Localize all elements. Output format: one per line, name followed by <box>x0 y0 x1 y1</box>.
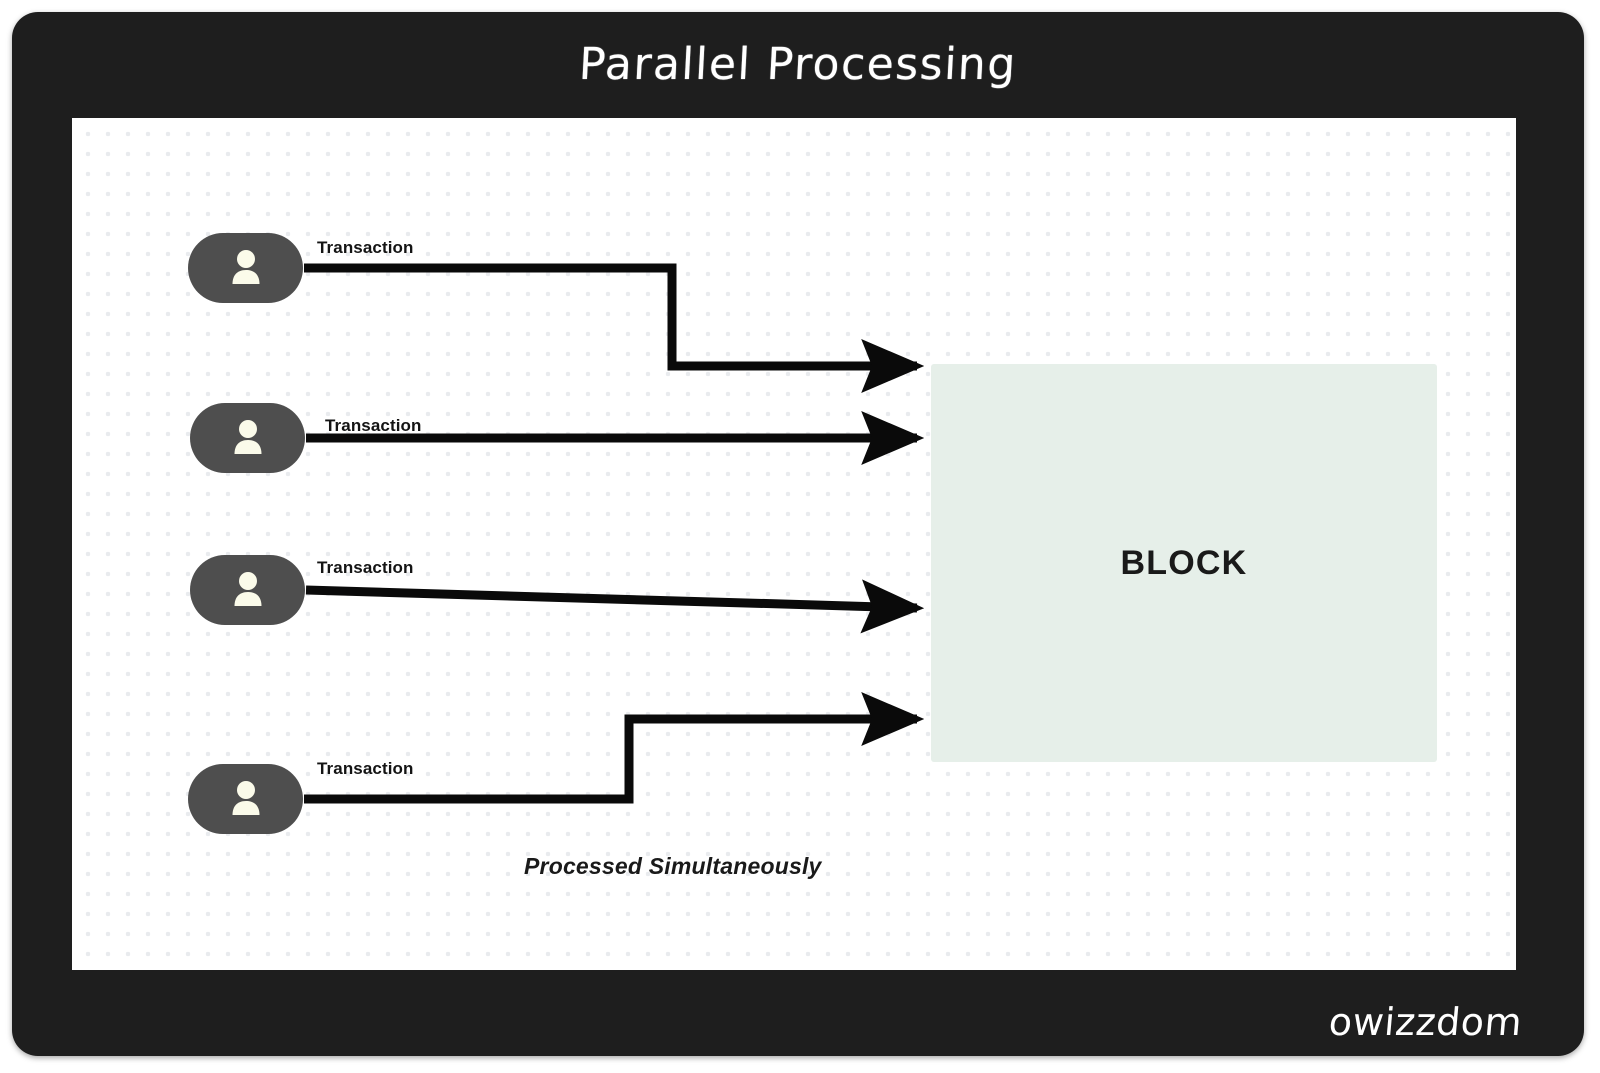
user-icon <box>231 570 265 610</box>
block-node[interactable]: BLOCK <box>931 364 1437 762</box>
transaction-label-2: Transaction <box>325 416 422 435</box>
arrow-connector-layer <box>304 263 925 804</box>
title-bar: Parallel Processing <box>12 12 1584 116</box>
user-icon <box>229 779 263 819</box>
user-node-2[interactable] <box>190 403 305 473</box>
arrow-transaction-1 <box>304 263 925 393</box>
page-title: Parallel Processing <box>577 38 1019 90</box>
user-node-4[interactable] <box>188 764 303 834</box>
transaction-label-4: Transaction <box>317 759 414 778</box>
arrow-transaction-4 <box>304 692 925 804</box>
device-frame: Parallel Processing <box>12 12 1584 1056</box>
brand-watermark: owizzdom <box>1326 1000 1524 1044</box>
processed-simultaneously-note: Processed Simultaneously <box>524 853 822 879</box>
block-label: BLOCK <box>1120 543 1248 582</box>
user-node-1[interactable] <box>188 233 303 303</box>
user-icon <box>229 248 263 288</box>
user-icon <box>231 418 265 458</box>
user-node-3[interactable] <box>190 555 305 625</box>
arrow-transaction-3 <box>305 579 925 634</box>
diagram-canvas: Transaction Transaction Transaction <box>72 118 1516 970</box>
transaction-label-3: Transaction <box>317 558 414 577</box>
transaction-label-1: Transaction <box>317 238 414 257</box>
